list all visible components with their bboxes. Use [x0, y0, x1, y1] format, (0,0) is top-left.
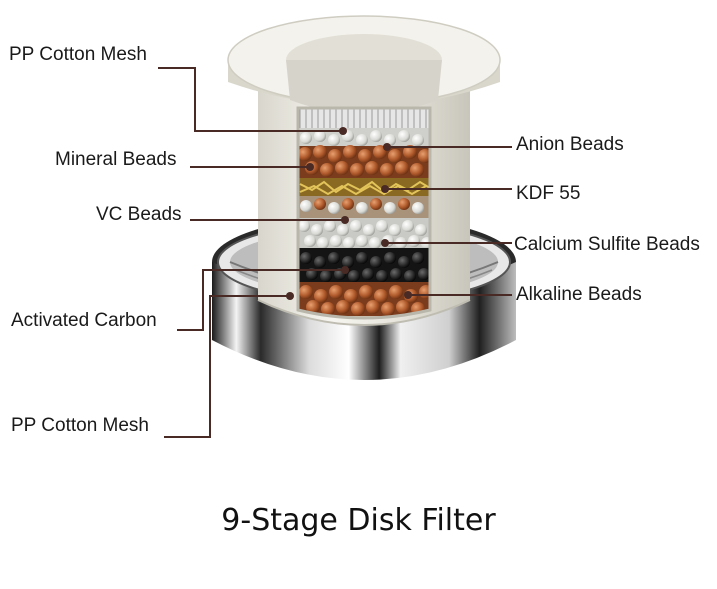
dot-alkaline-beads: [404, 291, 412, 299]
label-alkaline-beads: Alkaline Beads: [516, 285, 642, 304]
label-kdf-55: KDF 55: [516, 184, 580, 203]
dot-vc-beads: [341, 216, 349, 224]
dot-pp-cotton-mesh-top: [339, 127, 347, 135]
dot-pp-cotton-mesh-bottom: [286, 292, 294, 300]
label-activated-carbon: Activated Carbon: [11, 311, 157, 330]
label-pp-cotton-mesh-bottom: PP Cotton Mesh: [11, 416, 149, 435]
dot-kdf-55: [381, 185, 389, 193]
diagram-caption: 9-Stage Disk Filter: [0, 503, 717, 538]
label-calcium-sulfite-beads: Calcium Sulfite Beads: [514, 235, 700, 254]
dot-activated-carbon: [341, 266, 349, 274]
label-anion-beads: Anion Beads: [516, 135, 624, 154]
label-pp-cotton-mesh-top: PP Cotton Mesh: [9, 45, 147, 64]
dot-anion-beads: [383, 143, 391, 151]
label-mineral-beads: Mineral Beads: [55, 150, 176, 169]
dot-mineral-beads: [306, 163, 314, 171]
dot-calcium-sulfite-beads: [381, 239, 389, 247]
label-vc-beads: VC Beads: [96, 205, 182, 224]
